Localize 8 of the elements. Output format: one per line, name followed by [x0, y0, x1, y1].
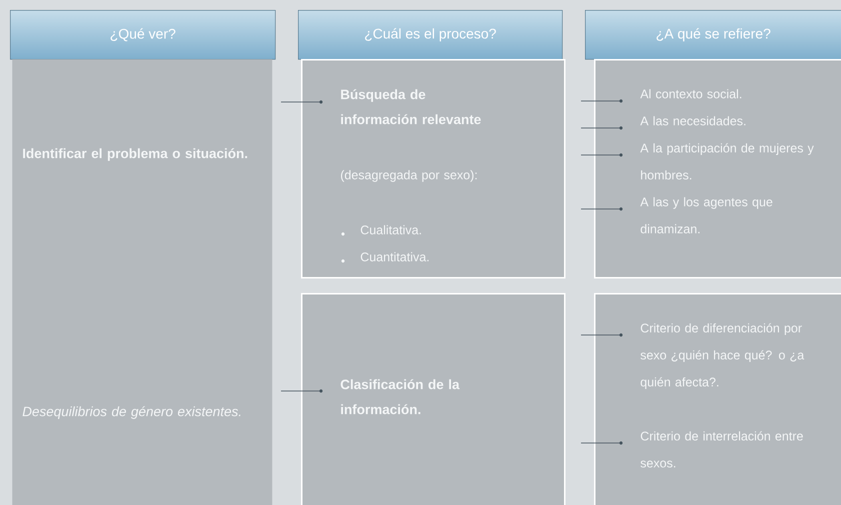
header-tab: ¿A qué se refiere? — [585, 10, 841, 60]
content-box: Al contexto social. A las necesidades. A la participación de mujeres y hombres. A las y los agentes que dinamizan. — [594, 59, 841, 278]
header-tab: ¿Qué ver? — [10, 10, 276, 60]
content-box: Clasificación de la información. — [301, 293, 566, 505]
content-box: Búsqueda de información relevante (desagregada por sexo): Cualitativa. Cuantitativa. — [301, 59, 566, 278]
column-panel: Identificar el problema o situación. Desequilibrios de género existentes. — [12, 59, 272, 505]
content-box: Criterio de diferenciación por sexo ¿quién hace qué? o ¿a quién afecta?. Criterio de interrelación entre sexos. — [594, 293, 841, 505]
header-tab: ¿Cuál es el proceso? — [298, 10, 563, 60]
